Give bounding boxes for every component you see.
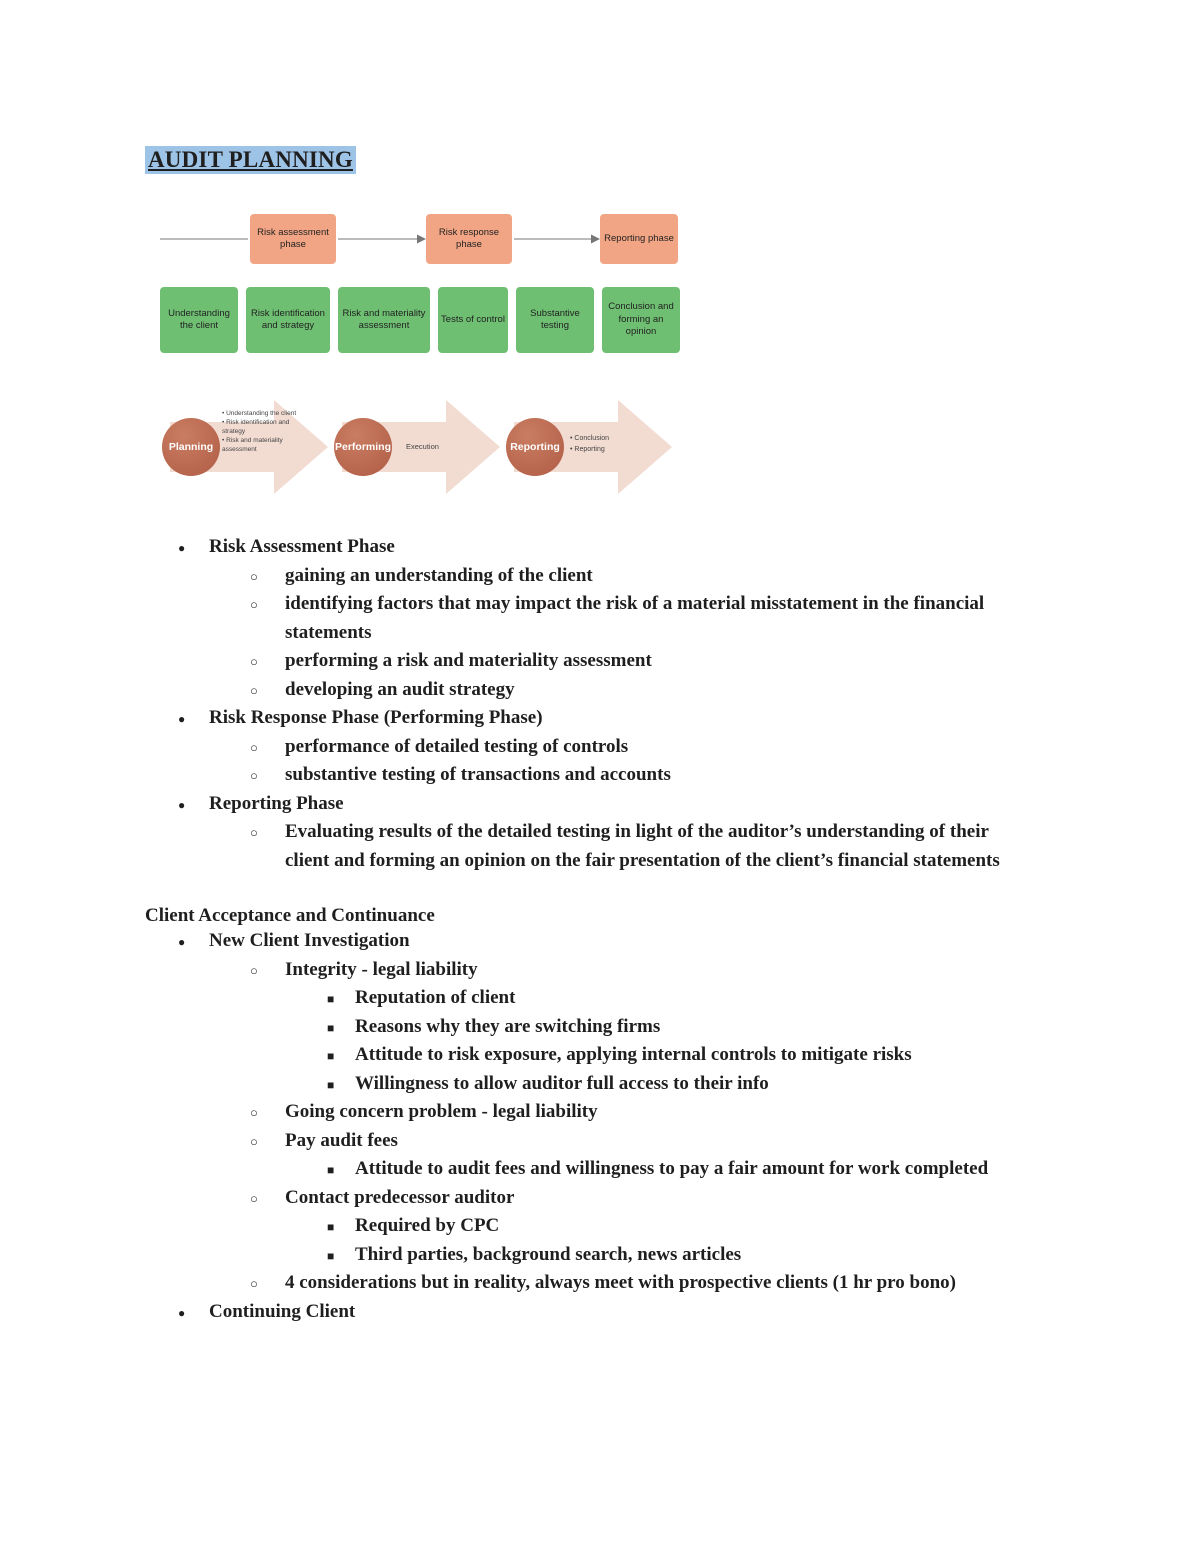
- stage-label: Reporting: [510, 441, 560, 453]
- list-item-text: identifying factors that may impact the …: [285, 593, 985, 643]
- list-item: developing an audit strategy: [250, 676, 1017, 705]
- step-label: Substantive testing: [530, 307, 580, 331]
- list-item: Attitude to audit fees and willingness t…: [327, 1155, 1017, 1184]
- list-item-text: Attitude to audit fees and willingness t…: [355, 1158, 989, 1179]
- step-box: Tests of control: [438, 287, 508, 353]
- list-item-text: gaining an understanding of the client: [285, 564, 593, 586]
- list-item: Reasons why they are switching firms: [327, 1013, 1017, 1042]
- section-heading: Client Acceptance and Continuance: [145, 905, 435, 926]
- list-item: 4 considerations but in reality, always …: [250, 1269, 1017, 1298]
- stage-note: Conclusion: [570, 433, 609, 444]
- list-item-text: Third parties, background search, news a…: [355, 1243, 742, 1265]
- block-arrow-icon: [342, 400, 500, 494]
- stage-notes: Execution: [406, 442, 439, 451]
- list-item-text: Evaluating results of the detailed testi…: [285, 821, 1000, 871]
- stage-notes: Conclusion Reporting: [570, 433, 609, 455]
- phase-box: Reporting phase: [600, 214, 678, 264]
- list-item: Reputation of client: [327, 984, 1017, 1013]
- list-item: Going concern problem - legal liability: [250, 1098, 1017, 1127]
- phase-label: Risk response phase: [438, 226, 500, 250]
- phase-box: Risk response phase: [426, 214, 512, 264]
- step-label: Understanding the client: [168, 307, 230, 331]
- stage-note: Understanding the client: [222, 409, 302, 418]
- stage-performing: Performing Execution: [332, 395, 507, 499]
- list-item: Integrity - legal liability: [250, 956, 1017, 985]
- list-item-text: Attitude to risk exposure, applying inte…: [355, 1044, 912, 1065]
- step-box: Conclusion and forming an opinion: [602, 287, 680, 353]
- step-label: Risk identification and strategy: [251, 307, 325, 331]
- list-item: Attitude to risk exposure, applying inte…: [327, 1041, 1017, 1070]
- stage-label: Performing: [334, 441, 391, 453]
- list-item-text: Willingness to allow auditor full access…: [355, 1072, 769, 1094]
- list-item: performing a risk and materiality assess…: [250, 647, 1017, 676]
- list-item: Third parties, background search, news a…: [327, 1241, 1017, 1270]
- list-item-text: 4 considerations but in reality, always …: [285, 1272, 956, 1293]
- stage-circle: Planning: [162, 418, 220, 476]
- list-item: Evaluating results of the detailed testi…: [250, 818, 1017, 875]
- step-label: Tests of control: [441, 313, 505, 325]
- list-item-text: Risk Assessment Phase: [209, 536, 395, 557]
- stage-note: Reporting: [570, 444, 609, 455]
- list-item: Reporting Phase: [178, 790, 1017, 819]
- list-item-text: Required by CPC: [355, 1215, 500, 1236]
- list-item: Risk Assessment Phase: [178, 533, 1017, 562]
- stage-label: Planning: [168, 441, 214, 453]
- list-item-text: Going concern problem - legal liability: [285, 1101, 598, 1122]
- phase-label: Reporting phase: [604, 232, 674, 244]
- phase-label: Risk assessment phase: [257, 226, 329, 250]
- phase-box: Risk assessment phase: [250, 214, 336, 264]
- list-item: New Client Investigation: [178, 927, 1017, 956]
- client-acceptance-outline: New Client Investigation Integrity - leg…: [145, 927, 1017, 1326]
- step-box: Risk identification and strategy: [246, 287, 330, 353]
- list-item-text: Risk Response Phase (Performing Phase): [209, 707, 543, 728]
- step-box: Understanding the client: [160, 287, 238, 353]
- step-label: Risk and materiality assessment: [342, 307, 426, 331]
- stage-planning: Planning Understanding the client Risk i…: [160, 395, 335, 499]
- page-title: AUDIT PLANNING: [145, 146, 356, 174]
- page-title-row: AUDIT PLANNING: [145, 138, 1200, 175]
- list-item: Continuing Client: [178, 1298, 1017, 1327]
- list-item-text: New Client Investigation: [209, 930, 410, 951]
- list-item-text: Integrity - legal liability: [285, 958, 478, 980]
- flow-arrows-icon: [160, 234, 600, 244]
- stage-note: Execution: [406, 442, 439, 451]
- list-item-text: substantive testing of transactions and …: [285, 764, 671, 785]
- step-box: Risk and materiality assessment: [338, 287, 430, 353]
- list-item: Risk Response Phase (Performing Phase): [178, 704, 1017, 733]
- list-item-text: Contact predecessor auditor: [285, 1186, 515, 1208]
- stage-circle: Reporting: [506, 418, 564, 476]
- stage-reporting: Reporting Conclusion Reporting: [504, 395, 679, 499]
- audit-phases-diagram: Risk assessment phase Risk response phas…: [160, 209, 682, 357]
- stage-circle: Performing: [334, 418, 392, 476]
- step-box: Substantive testing: [516, 287, 594, 353]
- list-item: substantive testing of transactions and …: [250, 761, 1017, 790]
- phases-outline: Risk Assessment Phase gaining an underst…: [145, 533, 1017, 875]
- list-item-text: Reputation of client: [355, 987, 516, 1008]
- list-item: gaining an understanding of the client: [250, 562, 1017, 591]
- step-label: Conclusion and forming an opinion: [608, 301, 674, 338]
- list-item-text: performance of detailed testing of contr…: [285, 735, 629, 757]
- list-item: Contact predecessor auditor: [250, 1184, 1017, 1213]
- list-item: Willingness to allow auditor full access…: [327, 1070, 1017, 1099]
- stage-notes: Understanding the client Risk identifica…: [222, 409, 302, 454]
- planning-process-diagram: Planning Understanding the client Risk i…: [160, 395, 682, 505]
- list-item-text: Continuing Client: [209, 1300, 356, 1322]
- list-item-text: Reasons why they are switching firms: [355, 1015, 661, 1037]
- list-item: Required by CPC: [327, 1212, 1017, 1241]
- list-item: identifying factors that may impact the …: [250, 590, 1017, 647]
- list-item-text: developing an audit strategy: [285, 678, 515, 700]
- list-item-text: performing a risk and materiality assess…: [285, 650, 652, 671]
- list-item-text: Pay audit fees: [285, 1129, 398, 1151]
- stage-note: Risk identification and strategy: [222, 418, 302, 436]
- list-item-text: Reporting Phase: [209, 792, 344, 814]
- list-item: Pay audit fees: [250, 1127, 1017, 1156]
- stage-note: Risk and materiality assessment: [222, 436, 302, 454]
- list-item: performance of detailed testing of contr…: [250, 733, 1017, 762]
